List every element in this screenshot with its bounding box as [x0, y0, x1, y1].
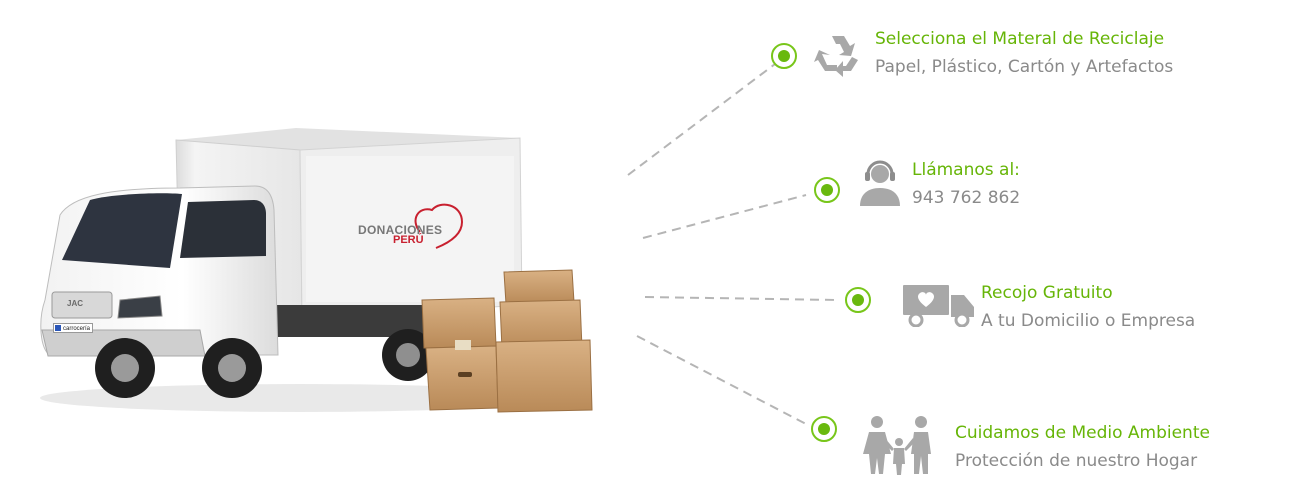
feature-title: Selecciona el Materal de Reciclaje — [875, 29, 1165, 49]
feature-subtitle: Protección de nuestro Hogar — [955, 451, 1198, 471]
feature-title: Cuidamos de Medio Ambiente — [955, 423, 1210, 443]
feature-text: Selecciona el Materal de Reciclaje Papel… — [875, 28, 1173, 78]
feature-subtitle: Papel, Plástico, Cartón y Artefactos — [875, 57, 1174, 77]
support-agent-icon — [860, 160, 900, 206]
feature-title: Recojo Gratuito — [981, 283, 1113, 303]
brand-logo-suffix: PERÚ — [393, 234, 424, 246]
grill-badge: JAC — [67, 299, 84, 308]
bullet-dot-icon — [814, 177, 840, 203]
bullet-dot-icon — [771, 43, 797, 69]
truck-illustration — [40, 128, 593, 413]
brand-logo-text: DONACIONES — [358, 223, 443, 237]
feature-subtitle: 943 762 862 — [912, 188, 1021, 208]
feature-text: Recojo Gratuito A tu Domicilio o Empresa — [981, 282, 1195, 332]
delivery-truck-icon — [903, 285, 974, 327]
bullet-dot-icon — [811, 416, 837, 442]
bullet-dot-icon — [845, 287, 871, 313]
license-plate: carrocería — [53, 323, 93, 333]
feature-text: Llámanos al: 943 762 862 — [912, 159, 1020, 209]
recycle-icon — [814, 36, 858, 77]
feature-text: Cuidamos de Medio Ambiente Protección de… — [955, 422, 1210, 472]
family-icon — [863, 416, 931, 475]
feature-subtitle: A tu Domicilio o Empresa — [981, 311, 1196, 331]
feature-title: Llámanos al: — [912, 160, 1020, 180]
